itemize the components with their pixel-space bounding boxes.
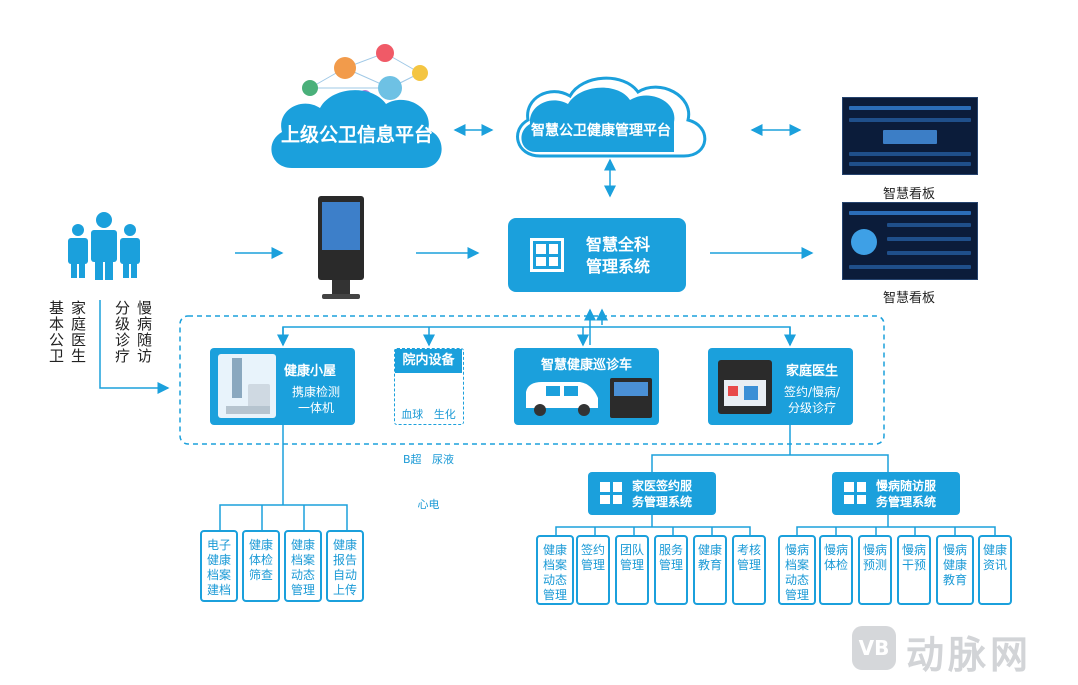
hut-leaf-ehr-setup: 电子健康档案建档 [200, 530, 238, 602]
chronic-leaf-prediction: 慢病预测 [858, 535, 892, 605]
van-icon [526, 382, 598, 416]
watermark-text: 动脉网 [906, 633, 1033, 677]
superior-platform-cloud: 上级公卫信息平台 [262, 82, 452, 170]
dashboard-label-bottom: 智慧看板 [882, 291, 935, 306]
hut-leaf-report-upload: 健康报告自动上传 [326, 530, 364, 602]
hut-leaf-record-management: 健康档案动态管理 [284, 530, 322, 602]
hospital-devices-line3: 心电 [417, 498, 440, 511]
people-icon [68, 212, 140, 280]
family-service-system-box: 家医签约服 务管理系统 [588, 472, 716, 515]
family-leaf-team: 团队管理 [615, 535, 649, 605]
system-title: 智慧全科 管理系统 [586, 234, 650, 278]
kiosk-device [318, 196, 364, 300]
family-leaf-service: 服务管理 [654, 535, 688, 605]
health-hut-sub-line2: 一体机 [297, 401, 334, 415]
health-hut-sub: 携康检测 一体机 [280, 384, 352, 416]
system-title-line1: 智慧全科 [586, 235, 651, 254]
chronic-service-system-box: 慢病随访服 务管理系统 [832, 472, 960, 515]
hospital-devices-panel: 院内设备 血球 生化 B超 尿液 心电 [394, 348, 464, 511]
system-title-line2: 管理系统 [586, 257, 651, 276]
chronic-leaf-news: 健康资讯 [978, 535, 1012, 605]
family-leaf-assessment: 考核管理 [732, 535, 766, 605]
grid-icon [844, 482, 866, 504]
family-service-title-line2: 务管理系统 [632, 495, 693, 509]
superior-platform-label: 上级公卫信息平台 [280, 124, 433, 146]
general-practice-system-box: 智慧全科 管理系统 [508, 218, 686, 292]
health-hut-panel: 健康小屋 携康检测 一体机 [210, 348, 355, 425]
dashboard-label-top: 智慧看板 [882, 187, 935, 202]
chronic-service-title-line2: 务管理系统 [876, 495, 937, 509]
hospital-devices-line2: B超 尿液 [402, 453, 455, 466]
hospital-devices-title: 院内设备 [402, 353, 455, 368]
health-hut-sub-line1: 携康检测 [291, 385, 340, 399]
hospital-devices-list: 血球 生化 B超 尿液 心电 [395, 377, 462, 542]
portable-case-icon [610, 378, 652, 418]
family-doctor-sub: 签约/慢病/ 分级诊疗 [774, 384, 850, 416]
family-service-title-line1: 家医签约服 [632, 479, 693, 493]
hut-leaf-checkup-screening: 健康体检筛查 [242, 530, 280, 602]
label-tiered-diagnosis: 分级诊疗 [113, 300, 131, 364]
family-leaf-signing: 签约管理 [576, 535, 610, 605]
chronic-leaf-checkup: 慢病体检 [819, 535, 853, 605]
dashboard-screen-top [842, 97, 978, 175]
smart-platform-label: 智慧公卫健康管理平台 [531, 123, 671, 139]
patrol-vehicle-title: 智慧健康巡诊车 [540, 358, 632, 373]
health-hut-title: 健康小屋 [284, 364, 337, 379]
grid-icon [530, 238, 564, 272]
cloud-shape-outline [516, 76, 707, 158]
family-doctor-sub-line1: 签约/慢病/ [783, 385, 841, 399]
doctor-kit-image [718, 360, 772, 414]
family-service-title: 家医签约服 务管理系统 [632, 478, 692, 510]
cloud-shape [271, 90, 442, 168]
pie-graphic [851, 229, 877, 255]
grid-icon [600, 482, 622, 504]
chronic-service-title: 慢病随访服 务管理系统 [876, 478, 936, 510]
chronic-leaf-record-management: 慢病档案动态管理 [778, 535, 816, 605]
chronic-service-title-line1: 慢病随访服 [876, 479, 937, 493]
social-network-illustration [302, 44, 428, 102]
smart-platform-cloud: 智慧公卫健康管理平台 [506, 68, 720, 160]
dashboard-screen-bottom [842, 202, 978, 280]
family-doctor-panel: 家庭医生 签约/慢病/ 分级诊疗 [708, 348, 853, 425]
hospital-devices-line1: 血球 生化 [401, 408, 456, 421]
hospital-devices-header: 院内设备 [395, 349, 462, 373]
family-leaf-education: 健康教育 [693, 535, 727, 605]
watermark-logo-icon: VB [852, 626, 896, 670]
watermark: VB 动脉网 [852, 622, 1062, 677]
label-family-doctor: 家庭医生 [69, 300, 87, 364]
health-hut-device-image [218, 354, 276, 418]
patrol-vehicle-panel: 智慧健康巡诊车 [514, 348, 659, 425]
family-leaf-record-management: 健康档案动态管理 [536, 535, 574, 605]
family-doctor-title: 家庭医生 [786, 364, 839, 379]
chronic-leaf-education: 慢病健康教育 [936, 535, 974, 605]
family-doctor-sub-line2: 分级诊疗 [787, 401, 836, 415]
chronic-leaf-intervention: 慢病干预 [897, 535, 931, 605]
label-basic-public-health: 基本公卫 [47, 300, 65, 364]
label-chronic-followup: 慢病随访 [135, 300, 153, 364]
